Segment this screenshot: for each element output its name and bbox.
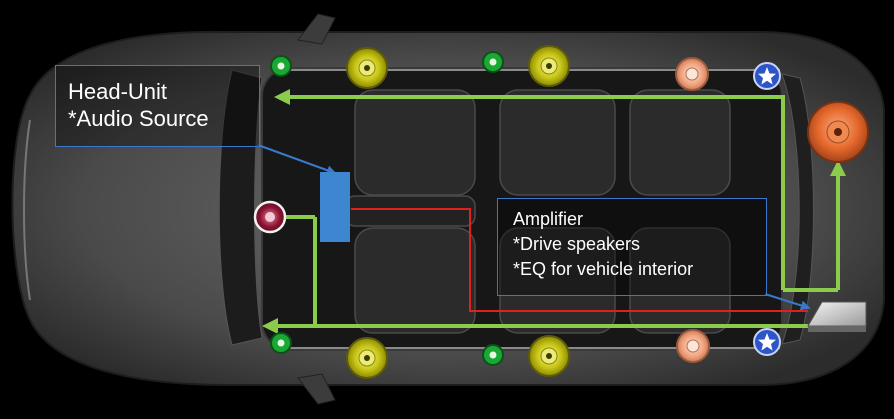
midrange-rear-left (528, 45, 570, 87)
star-icon (758, 333, 776, 351)
head-unit-label-box: Head-Unit *Audio Source (55, 65, 260, 147)
head-unit-to-amplifier-line (351, 208, 808, 312)
tweeter-front-right (270, 332, 292, 354)
amplifier-title: Amplifier (513, 209, 584, 229)
head-unit-subtitle: *Audio Source (68, 106, 209, 131)
amplifier-line-1: *Drive speakers (513, 234, 641, 254)
seats (344, 89, 731, 334)
rear-speaker-right (676, 329, 710, 363)
amplifier-device (807, 301, 867, 332)
midrange-front-left (346, 47, 388, 89)
tweeter-rear-right (482, 344, 504, 366)
tweeter-rear-left (482, 51, 504, 73)
head-unit-block (320, 172, 350, 242)
surround-speaker-left (753, 62, 781, 90)
midrange-rear-right (528, 335, 570, 377)
head-unit-title: Head-Unit (68, 79, 168, 104)
amplifier-pointer (764, 293, 811, 311)
subwoofer (807, 101, 869, 163)
surround-speaker-right (753, 328, 781, 356)
speaker-signal-lines (262, 89, 846, 334)
amplifier-line-2: *EQ for vehicle interior (513, 259, 694, 279)
head-unit-pointer (257, 144, 337, 175)
midrange-front-right (346, 337, 388, 379)
center-speaker (253, 200, 287, 234)
star-icon (758, 67, 776, 85)
amplifier-label-box: Amplifier *Drive speakers *EQ for vehicl… (497, 198, 767, 296)
top-signal-line (274, 89, 785, 290)
tweeter-front-left (270, 55, 292, 77)
rear-speaker-left (675, 57, 709, 91)
